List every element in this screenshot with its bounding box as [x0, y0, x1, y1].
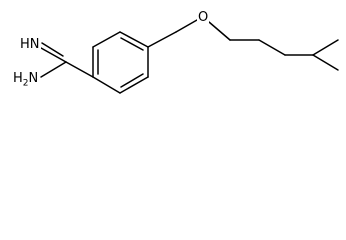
ring-to-amidine-bond	[65, 61, 94, 78]
oxygen-to-chain-bond	[208, 21, 231, 41]
branch-bond-down	[312, 54, 339, 71]
imine-nh-label: HN	[19, 37, 41, 52]
ring-bond	[92, 76, 121, 94]
ring-double-bond	[120, 37, 144, 51]
structure-diagram: HN H2N O	[12, 10, 339, 94]
ring-to-ch2-bond	[147, 31, 177, 48]
amidine-double-bond-inner	[41, 42, 64, 57]
branch-bond-up	[312, 39, 339, 56]
ring-double-bond	[120, 73, 144, 88]
chain-bond	[258, 39, 286, 56]
ring-bond	[119, 31, 149, 48]
ether-oxygen-label: O	[197, 10, 210, 25]
amidine-double-bond	[40, 47, 67, 63]
amine-nh2-label: H2N	[12, 71, 40, 89]
benzene-ring	[92, 31, 149, 94]
amidine-single-bond	[40, 61, 67, 78]
ring-bond	[119, 76, 149, 94]
molecule-drawing	[40, 19, 339, 94]
ring-bond	[92, 31, 121, 48]
ch2-to-oxygen-bond	[175, 19, 198, 33]
bonds	[40, 19, 339, 78]
